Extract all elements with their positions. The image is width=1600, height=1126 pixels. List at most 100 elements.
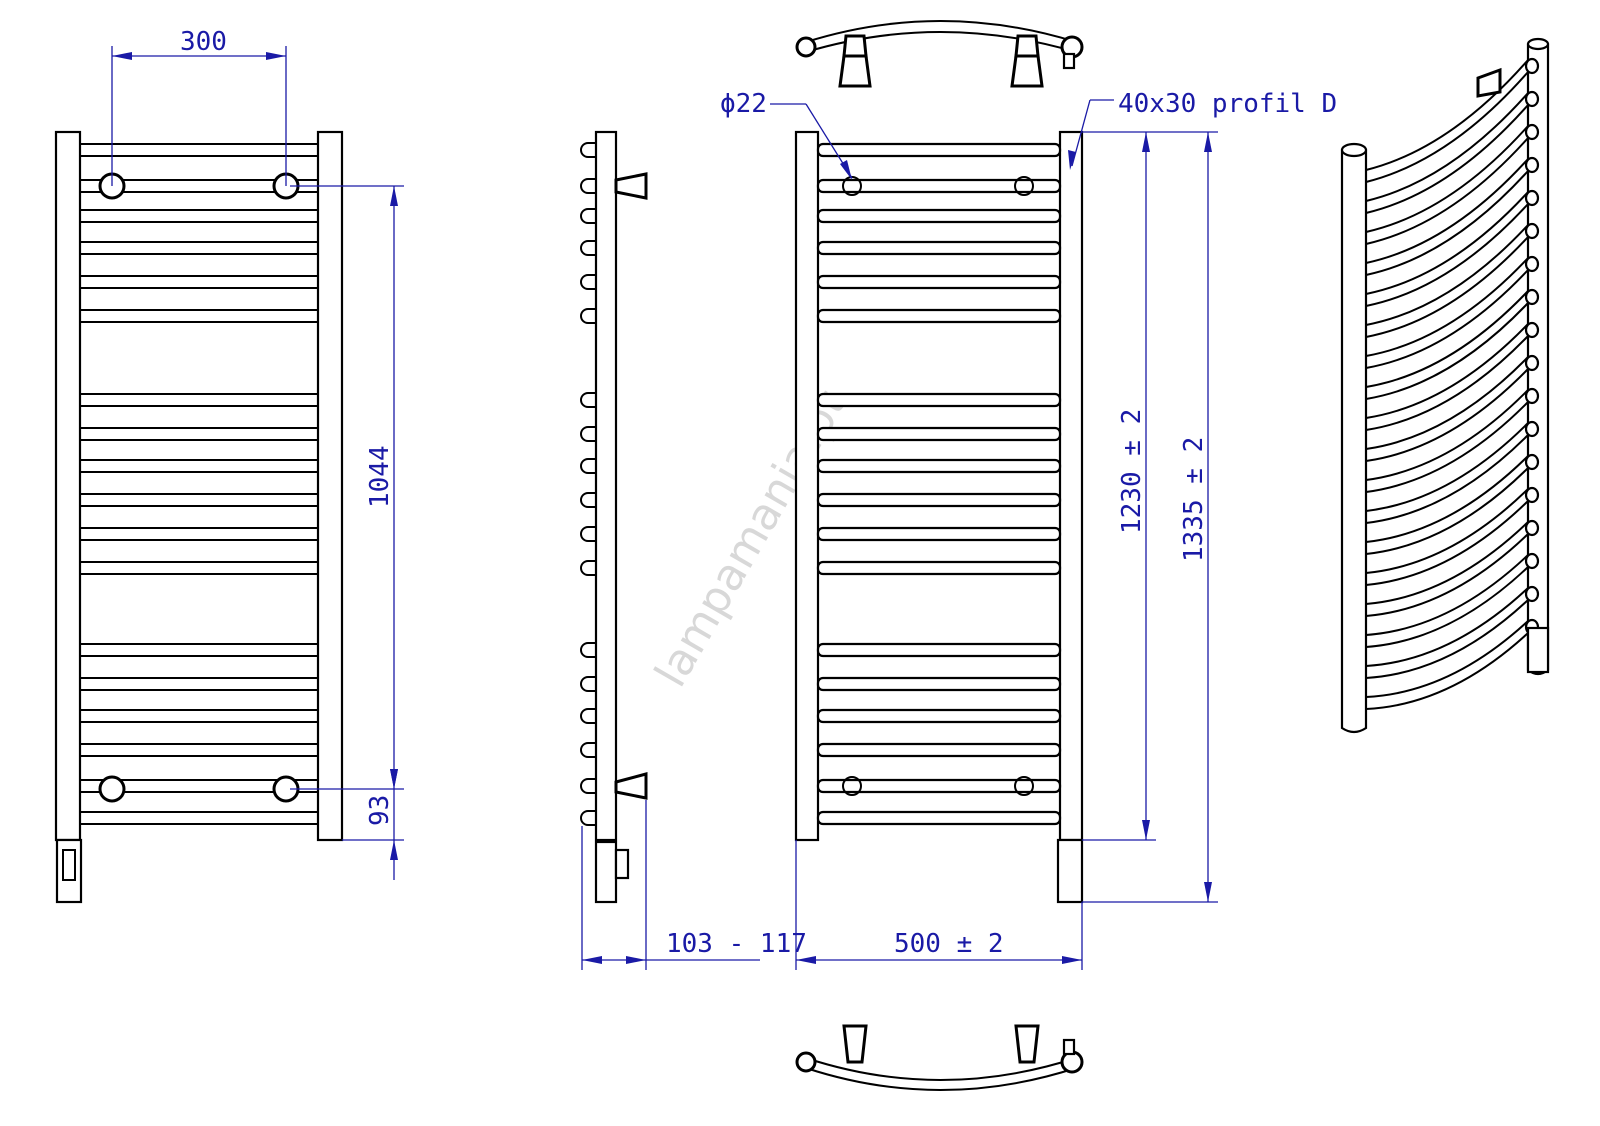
front-left-rail xyxy=(794,130,820,842)
front-bar xyxy=(816,392,1062,408)
perspective-bar-end xyxy=(1524,321,1540,339)
perspective-bar-edge xyxy=(1365,587,1529,667)
wall-distance-label: 103 - 117 xyxy=(666,929,807,959)
front-connection-tr xyxy=(1014,176,1034,196)
perspective-bar-edge xyxy=(1365,269,1529,369)
perspective-bar-end xyxy=(1524,123,1540,141)
perspective-bar-edge xyxy=(1365,137,1529,245)
side-bar-stub xyxy=(580,810,596,826)
rear-view xyxy=(54,130,344,904)
perspective-bar-edge xyxy=(1365,323,1529,419)
perspective-bar-end xyxy=(1524,156,1540,174)
side-bar-stub xyxy=(580,142,596,158)
perspective-bar-edge xyxy=(1365,533,1529,617)
front-bar xyxy=(816,426,1062,442)
side-bar-stub xyxy=(580,708,596,724)
perspective-bar-edge xyxy=(1365,224,1529,326)
side-view-dimensions: 103 - 117 xyxy=(581,800,807,970)
right-rail xyxy=(316,130,344,842)
side-bar-stub xyxy=(580,308,596,324)
perspective-bar-end xyxy=(1524,222,1540,240)
side-bar-stub xyxy=(580,178,596,194)
height-inner-label: 1230 ± 2 xyxy=(1117,409,1147,534)
perspective-bar-end xyxy=(1524,288,1540,306)
bottom-curve-end-left xyxy=(795,1051,817,1073)
perspective-left-rail xyxy=(1340,144,1368,734)
perspective-bar-edge xyxy=(1365,554,1529,636)
top-curve-outer xyxy=(805,20,1077,43)
perspective-bar-end xyxy=(1524,486,1540,504)
rear-bars xyxy=(80,143,318,825)
perspective-bar-end xyxy=(1524,585,1540,603)
perspective-bar-end xyxy=(1524,90,1540,108)
perspective-bar-edge xyxy=(1365,335,1529,431)
perspective-bar-edge xyxy=(1365,632,1529,710)
front-bar xyxy=(816,308,1062,324)
front-bar xyxy=(816,178,1062,194)
perspective-bar-edge xyxy=(1365,488,1529,574)
perspective-bar-edge xyxy=(1365,401,1529,493)
front-view-dimensions: ϕ22 40x30 profil D 1230 ± 2 1335 ± 2 500… xyxy=(720,89,1337,970)
perspective-bar-end xyxy=(1524,453,1540,471)
front-connection-br xyxy=(1014,776,1034,796)
side-bar-stub xyxy=(580,458,596,474)
perspective-bar-end xyxy=(1524,519,1540,537)
perspective-bar-edge xyxy=(1365,434,1529,524)
perspective-bar-edge xyxy=(1365,104,1529,214)
perspective-valve xyxy=(1526,626,1550,674)
valve-detail xyxy=(62,849,76,881)
wall-bracket-bottom xyxy=(614,772,648,800)
height-total-label: 1335 ± 2 xyxy=(1179,437,1209,562)
front-bar xyxy=(816,142,1062,158)
perspective-bar-edge xyxy=(1365,170,1529,276)
pipe-spacing-label: 300 xyxy=(180,27,227,57)
front-connection-bl xyxy=(842,776,862,796)
perspective-bar-edge xyxy=(1365,389,1529,481)
side-rail xyxy=(594,130,618,842)
front-bar xyxy=(816,560,1062,576)
perspective-bar-edge xyxy=(1365,599,1529,679)
front-bar xyxy=(816,274,1062,290)
perspective-bar-edge xyxy=(1365,92,1529,202)
perspective-bar-edge xyxy=(1365,422,1529,512)
side-valve xyxy=(594,840,618,904)
top-bracket-left xyxy=(838,54,872,88)
front-bars xyxy=(816,142,1062,826)
perspective-bar-end xyxy=(1524,255,1540,273)
front-bar xyxy=(816,642,1062,658)
bottom-valve-stub xyxy=(1062,1038,1076,1056)
bottom-bracket-left xyxy=(842,1024,868,1064)
front-bar xyxy=(816,240,1062,256)
top-valve-stub xyxy=(1062,52,1076,70)
front-bar xyxy=(816,458,1062,474)
perspective-bar-edge xyxy=(1365,356,1529,450)
side-bar-stubs xyxy=(580,142,596,826)
perspective-bar-edge xyxy=(1365,71,1529,183)
connection-bottom-left xyxy=(98,775,126,803)
perspective-bar-edge xyxy=(1365,467,1529,555)
top-bracket-left-cap xyxy=(842,34,868,58)
perspective-bar-edge xyxy=(1365,158,1529,264)
perspective-bar-end xyxy=(1524,420,1540,438)
side-bar-stub xyxy=(580,742,596,758)
perspective-bar-edge xyxy=(1365,257,1529,357)
perspective-bar-edge xyxy=(1365,521,1529,605)
side-valve-knob xyxy=(614,848,630,880)
front-bar xyxy=(816,778,1062,794)
perspective-bar-end xyxy=(1524,552,1540,570)
side-bar-stub xyxy=(580,392,596,408)
side-bar-stub xyxy=(580,274,596,290)
perspective-bar-edge xyxy=(1365,191,1529,295)
perspective-bar-edge xyxy=(1365,302,1529,400)
side-bar-stub xyxy=(580,560,596,576)
perspective-bars xyxy=(1365,57,1540,710)
perspective-bar-edge xyxy=(1365,455,1529,543)
front-right-rail xyxy=(1058,130,1084,842)
side-bar-stub xyxy=(580,492,596,508)
perspective-bar-edge xyxy=(1365,368,1529,462)
perspective-bar-end xyxy=(1524,57,1540,75)
perspective-left-cap xyxy=(1340,142,1368,158)
front-bar xyxy=(816,208,1062,224)
wall-bracket-top xyxy=(614,172,648,200)
front-bar xyxy=(816,492,1062,508)
